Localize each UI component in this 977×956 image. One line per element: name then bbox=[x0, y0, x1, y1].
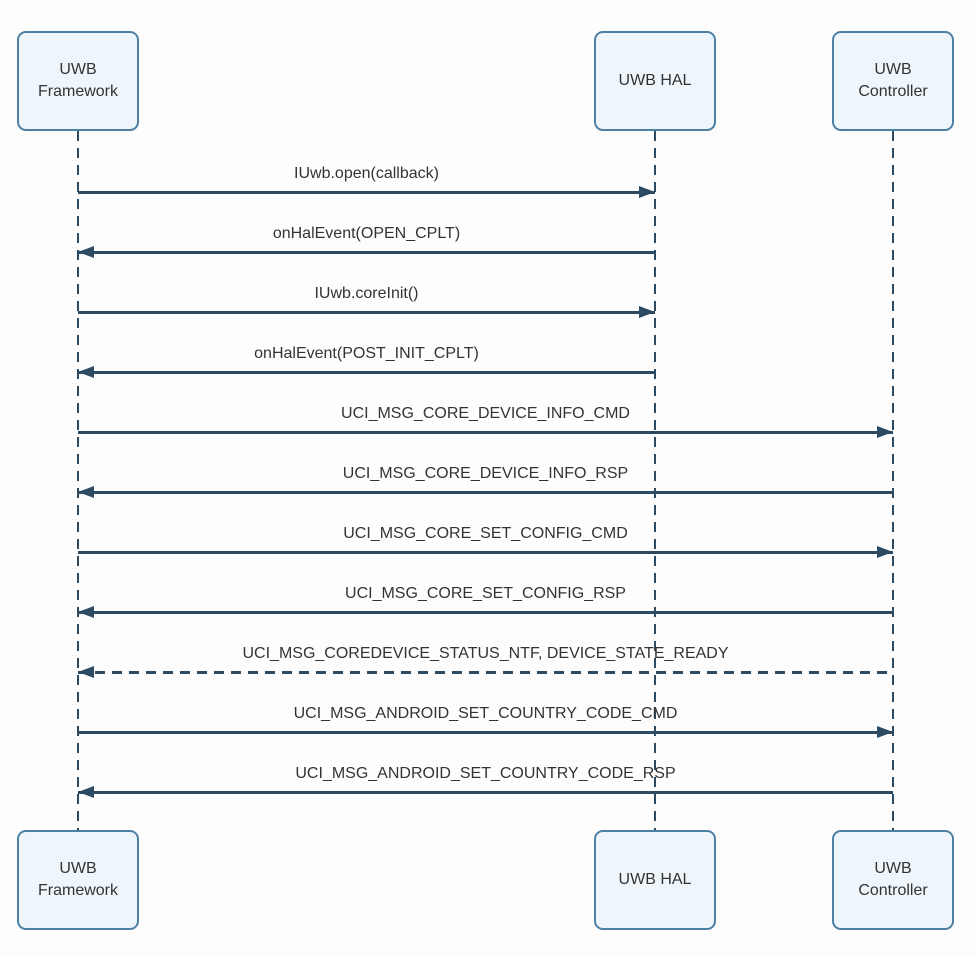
arrowhead-icon bbox=[78, 486, 94, 498]
arrowhead-icon bbox=[639, 186, 655, 198]
message-label: UCI_MSG_CORE_SET_CONFIG_CMD bbox=[343, 525, 628, 542]
arrowhead-icon bbox=[78, 606, 94, 618]
message-line bbox=[78, 491, 893, 494]
arrowhead-icon bbox=[78, 786, 94, 798]
message-line bbox=[78, 371, 655, 374]
message-label: UCI_MSG_ANDROID_SET_COUNTRY_CODE_CMD bbox=[293, 705, 678, 722]
arrowhead-icon bbox=[78, 246, 94, 258]
message-label: onHalEvent(OPEN_CPLT) bbox=[272, 225, 461, 242]
message-line bbox=[78, 191, 655, 194]
message-label: UCI_MSG_CORE_SET_CONFIG_RSP bbox=[345, 585, 626, 602]
actor-box-uwb-controller-bottom: UWB Controller bbox=[832, 830, 954, 930]
lifeline-uwb-hal bbox=[654, 131, 656, 831]
actor-label: UWB Controller bbox=[858, 61, 928, 100]
message-line bbox=[78, 791, 893, 794]
message-label: UCI_MSG_CORE_DEVICE_INFO_RSP bbox=[342, 465, 629, 482]
actor-box-uwb-hal-top: UWB HAL bbox=[594, 31, 716, 131]
message-line bbox=[78, 671, 893, 674]
actor-label: UWB HAL bbox=[618, 871, 692, 889]
actor-box-uwb-controller-top: UWB Controller bbox=[832, 31, 954, 131]
message-line bbox=[78, 251, 655, 254]
message-label: onHalEvent(POST_INIT_CPLT) bbox=[254, 345, 479, 362]
lifeline-uwb-framework bbox=[77, 131, 79, 831]
actor-label: UWB Controller bbox=[858, 860, 928, 899]
message-label: IUwb.coreInit() bbox=[314, 285, 419, 302]
actor-box-uwb-framework-top: UWB Framework bbox=[17, 31, 139, 131]
message-line bbox=[78, 731, 893, 734]
message-label: IUwb.open(callback) bbox=[294, 165, 439, 182]
message-line bbox=[78, 311, 655, 314]
arrowhead-icon bbox=[78, 366, 94, 378]
arrowhead-icon bbox=[877, 726, 893, 738]
actor-label: UWB HAL bbox=[618, 72, 692, 90]
message-line bbox=[78, 551, 893, 554]
actor-label: UWB Framework bbox=[37, 860, 118, 899]
lifeline-uwb-controller bbox=[892, 131, 894, 831]
actor-label: UWB Framework bbox=[37, 61, 118, 100]
message-line bbox=[78, 611, 893, 614]
arrowhead-icon bbox=[877, 546, 893, 558]
message-line bbox=[78, 431, 893, 434]
arrowhead-icon bbox=[639, 306, 655, 318]
actor-box-uwb-framework-bottom: UWB Framework bbox=[17, 830, 139, 930]
message-label: UCI_MSG_ANDROID_SET_COUNTRY_CODE_RSP bbox=[295, 765, 676, 782]
message-label: UCI_MSG_CORE_DEVICE_INFO_CMD bbox=[341, 405, 630, 422]
arrowhead-icon bbox=[78, 666, 94, 678]
message-label: UCI_MSG_COREDEVICE_STATUS_NTF, DEVICE_ST… bbox=[242, 645, 729, 662]
actor-box-uwb-hal-bottom: UWB HAL bbox=[594, 830, 716, 930]
arrowhead-icon bbox=[877, 426, 893, 438]
